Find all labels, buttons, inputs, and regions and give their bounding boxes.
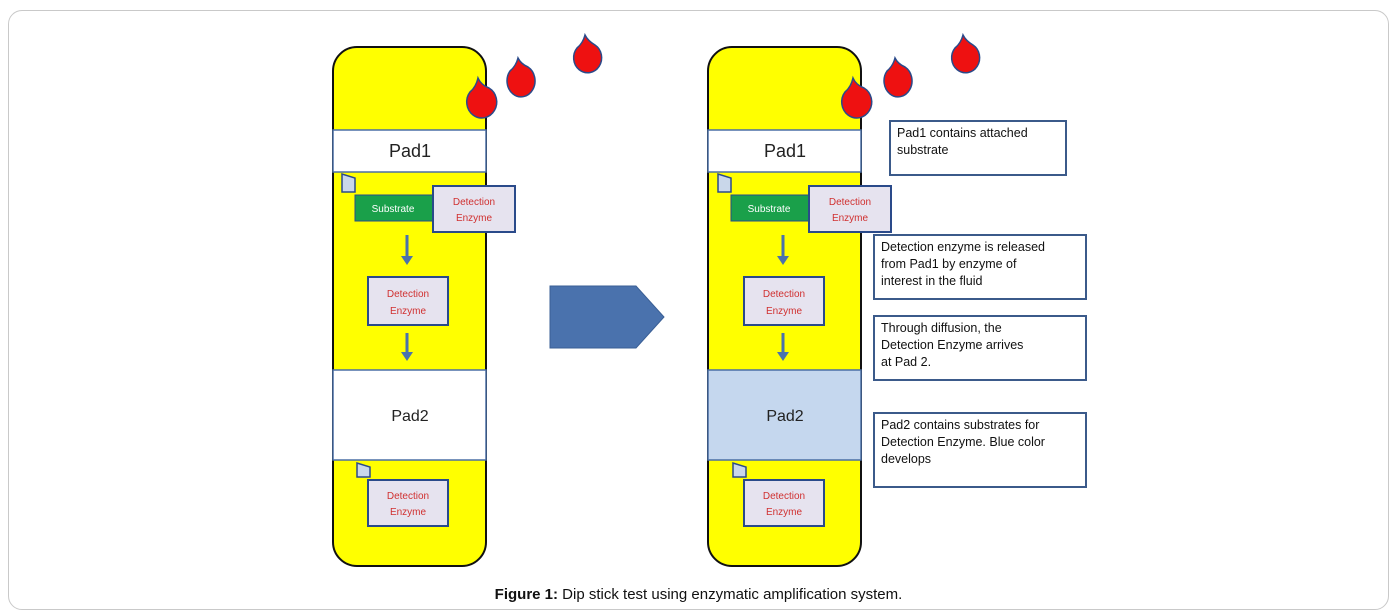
figure-frame: [8, 10, 1389, 610]
left-enzyme-bottom-line2: Enzyme: [390, 507, 427, 518]
right-strip: Pad1 Substrate Detection Enzyme Detectio…: [707, 32, 981, 567]
right-substrate: [730, 194, 812, 222]
right-enzyme-mid-line1: Detection: [763, 289, 805, 300]
left-pad2-label: Pad2: [391, 408, 428, 425]
left-drop-3: [572, 32, 603, 74]
left-strip: Pad1 Substrate Detection Enzyme Detectio…: [332, 32, 603, 567]
figure-caption: Figure 1: Dip stick test using enzymatic…: [0, 586, 1397, 603]
left-enzyme-mid-line1: Detection: [387, 289, 429, 300]
right-bottom-tab: [732, 461, 747, 478]
left-drop-2: [506, 55, 536, 98]
right-drop-2: [883, 55, 913, 98]
left-enzyme-mid: [367, 276, 449, 326]
left-substrate: [354, 194, 436, 222]
left-down-arrowhead-2: [401, 352, 413, 361]
right-substrate-label: Substrate: [748, 204, 791, 215]
right-pad1-label: Pad1: [764, 141, 806, 161]
left-drop-1: [465, 75, 498, 119]
right-down-arrowhead-1: [777, 256, 789, 265]
right-enzyme-mid-line2: Enzyme: [766, 306, 803, 317]
right-enzyme-bottom-line2: Enzyme: [766, 507, 803, 518]
left-enzyme-top-line2: Enzyme: [456, 213, 493, 224]
right-drop-3: [950, 32, 981, 74]
right-substrate-tab: [717, 172, 732, 193]
right-drop-1: [840, 75, 873, 119]
right-enzyme-top-line1: Detection: [829, 197, 871, 208]
left-substrate-label: Substrate: [372, 204, 415, 215]
right-enzyme-top: [808, 185, 892, 233]
note-diffusion: Through diffusion, the Detection Enzyme …: [873, 315, 1087, 381]
left-enzyme-bottom: [367, 479, 449, 527]
left-enzyme-top: [432, 185, 516, 233]
left-enzyme-mid-line2: Enzyme: [390, 306, 427, 317]
right-pad2: [707, 369, 862, 461]
caption-text: Dip stick test using enzymatic amplifica…: [558, 586, 903, 603]
left-down-arrowhead-1: [401, 256, 413, 265]
right-enzyme-mid: [743, 276, 825, 326]
note-enzyme-release: Detection enzyme is released from Pad1 b…: [873, 234, 1087, 300]
left-pad1: [332, 129, 487, 173]
left-pad2: [332, 369, 487, 461]
right-pad2-label: Pad2: [766, 408, 803, 425]
right-enzyme-top-line2: Enzyme: [832, 213, 869, 224]
right-pad1: [707, 129, 862, 173]
left-bottom-tab: [356, 461, 371, 478]
caption-label: Figure 1:: [494, 586, 559, 603]
left-enzyme-top-line1: Detection: [453, 197, 495, 208]
note-pad2: Pad2 contains substrates for Detection E…: [873, 412, 1087, 488]
right-enzyme-bottom: [743, 479, 825, 527]
transition-arrow: [549, 285, 665, 349]
right-down-arrowhead-2: [777, 352, 789, 361]
right-enzyme-bottom-line1: Detection: [763, 491, 805, 502]
note-pad1: Pad1 contains attached substrate: [889, 120, 1067, 176]
left-enzyme-bottom-line1: Detection: [387, 491, 429, 502]
left-pad1-label: Pad1: [389, 141, 431, 161]
left-substrate-tab: [341, 172, 356, 193]
